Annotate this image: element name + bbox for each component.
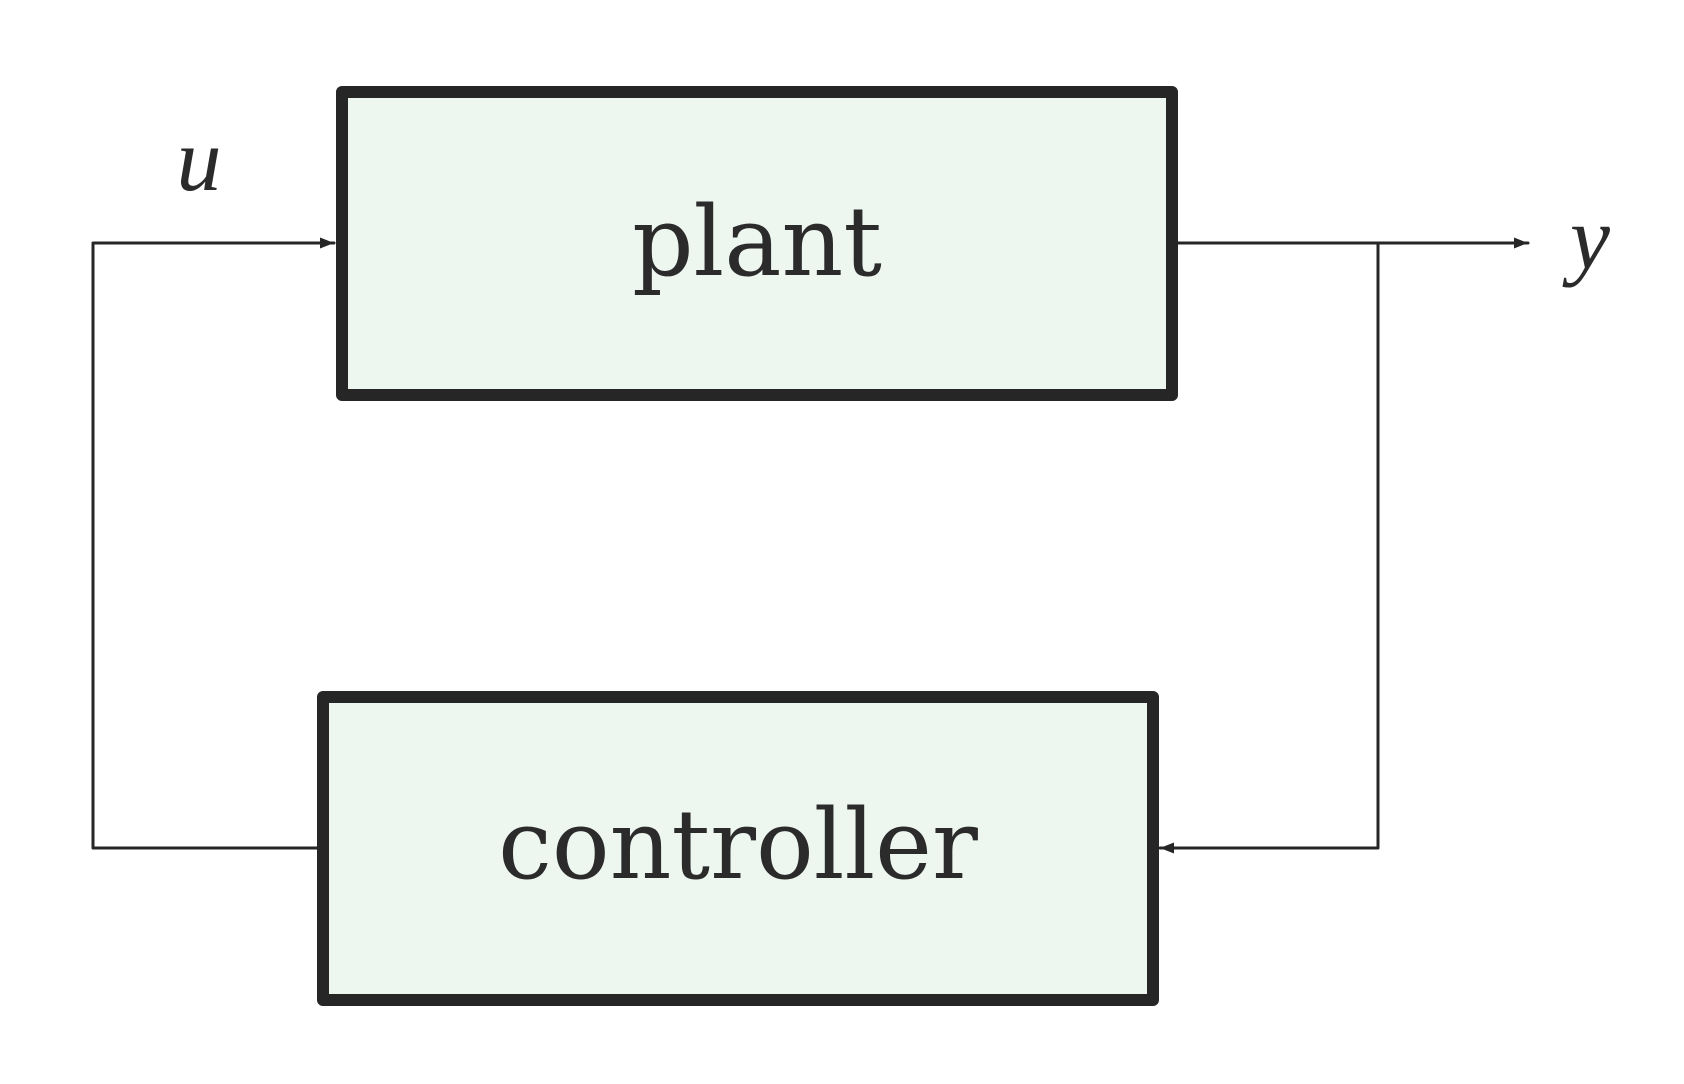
plant-label: plant — [632, 186, 882, 298]
controller-block: controller — [317, 691, 1159, 1006]
control-wire — [91, 237, 336, 850]
controller-box — [317, 691, 1159, 1006]
input-signal-label: u — [177, 111, 222, 210]
plant-box — [336, 86, 1178, 401]
plant-block: plant — [336, 86, 1178, 401]
feedback-wire — [1158, 241, 1380, 854]
output-signal-label: y — [1562, 189, 1610, 288]
controller-label: controller — [498, 789, 978, 901]
